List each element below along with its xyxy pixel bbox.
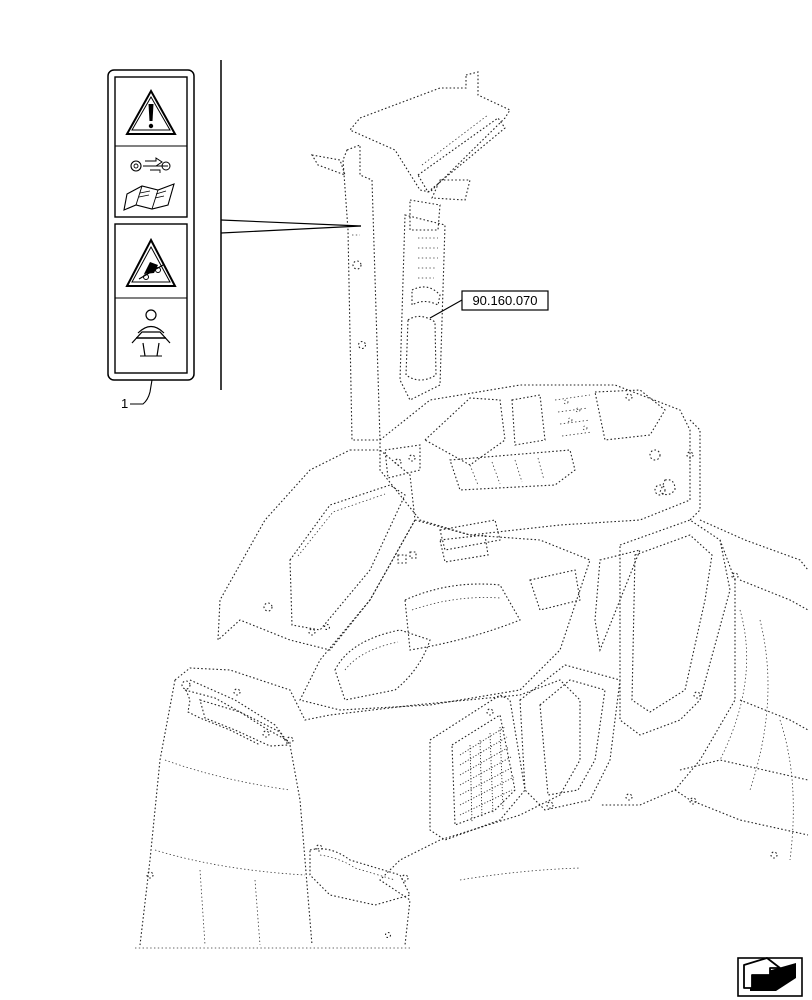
steering-console bbox=[299, 519, 591, 711]
right-side-panels bbox=[439, 393, 809, 861]
key-removal-icon bbox=[130, 157, 171, 173]
page-navigation-arrow-icon[interactable] bbox=[737, 957, 803, 997]
cab-structure bbox=[135, 71, 809, 949]
item-number-label: 1 bbox=[121, 379, 153, 411]
seatbelt-icon bbox=[131, 309, 171, 357]
pillar-display-unit bbox=[349, 71, 511, 401]
ventilation-grille-panel bbox=[429, 694, 526, 841]
front-left-cover bbox=[139, 667, 581, 946]
callout-reference[interactable]: 90.160.070 bbox=[429, 290, 549, 319]
warning-triangle-icon bbox=[125, 88, 177, 135]
left-side-console bbox=[217, 449, 416, 651]
item-number-text: 1 bbox=[121, 396, 128, 411]
decal-leader-bracket bbox=[220, 60, 362, 390]
floor-edge bbox=[135, 867, 581, 949]
decal-panel-2 bbox=[114, 223, 188, 374]
decal-panel-1 bbox=[114, 76, 188, 218]
a-pillar bbox=[310, 144, 381, 441]
callout-reference-text[interactable]: 90.160.070 bbox=[472, 293, 537, 308]
manual-icon bbox=[123, 183, 175, 211]
safety-decal-sheet bbox=[107, 69, 195, 381]
rollover-warning-icon bbox=[125, 237, 177, 287]
front-dash-panel bbox=[379, 384, 691, 536]
